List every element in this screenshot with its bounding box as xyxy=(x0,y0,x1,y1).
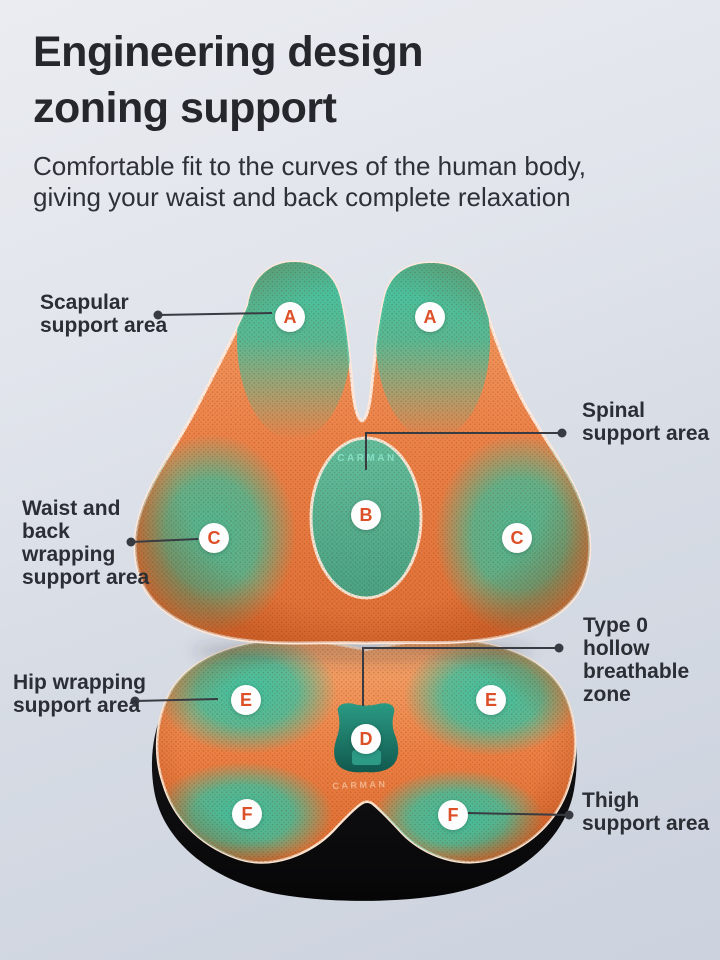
page-subtitle: Comfortable fit to the curves of the hum… xyxy=(33,151,587,212)
badge-c-left: C xyxy=(199,523,229,553)
callout-waist xyxy=(126,537,199,547)
badge-c-right: C xyxy=(502,523,532,553)
callout-thigh xyxy=(466,810,574,820)
hollow-zone-inner-tab xyxy=(352,750,381,765)
callouts xyxy=(126,310,574,820)
badge-e-left: E xyxy=(231,685,261,715)
callout-hollow-line xyxy=(362,647,559,706)
page-title: Engineering design zoning support xyxy=(33,28,424,132)
badge-d: D xyxy=(351,724,381,754)
seat-brand-text: CARMAN xyxy=(332,779,387,791)
label-waist-back-wrapping-support-area: Waist and back wrapping support area xyxy=(22,497,150,589)
callout-scapular xyxy=(153,310,273,320)
callout-hip-line xyxy=(134,698,219,702)
label-spinal-support-area: Spinal support area xyxy=(582,399,710,445)
callout-hip xyxy=(130,696,219,706)
label-hip-wrapping-support-area: Hip wrapping support area xyxy=(13,671,146,717)
seat-cushion: CARMAN xyxy=(151,638,577,901)
label-scapular-support-area: Scapular support area xyxy=(40,291,168,337)
callout-waist-line xyxy=(130,538,199,543)
callout-spinal-line xyxy=(365,432,562,470)
badge-f-right: F xyxy=(438,800,468,830)
badge-f-left: F xyxy=(232,799,262,829)
label-hollow-breathable-zone: Type 0 hollow breathable zone xyxy=(583,614,690,706)
label-thigh-support-area: Thigh support area xyxy=(582,789,710,835)
badge-a-right: A xyxy=(415,302,445,332)
callout-spinal xyxy=(365,428,567,470)
badge-a-left: A xyxy=(275,302,305,332)
badge-b: B xyxy=(351,500,381,530)
callout-thigh-line xyxy=(466,812,570,816)
callout-scapular-line xyxy=(157,312,273,316)
badge-e-right: E xyxy=(476,685,506,715)
callout-hollow xyxy=(362,643,564,706)
